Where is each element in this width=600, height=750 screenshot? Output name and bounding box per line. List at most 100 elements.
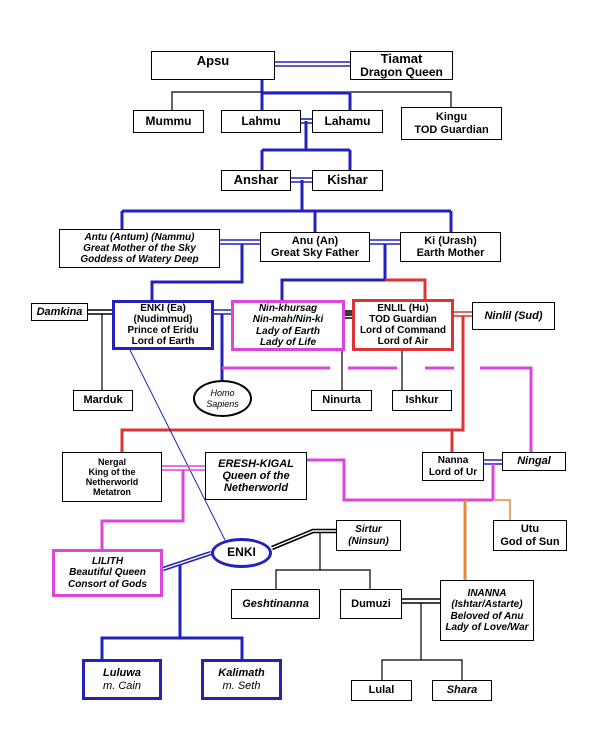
connector-line xyxy=(493,499,511,520)
node-text-line: Damkina xyxy=(36,305,83,318)
node-text-line: Nergal xyxy=(97,456,126,467)
node-lahamu[interactable]: Lahamu xyxy=(312,110,383,133)
node-geshtinanna[interactable]: Geshtinanna xyxy=(231,589,320,619)
node-text-line: God of Sun xyxy=(500,535,560,548)
node-apsu[interactable]: Apsu xyxy=(151,51,275,80)
node-lahmu[interactable]: Lahmu xyxy=(221,110,301,133)
node-ishkur[interactable]: Ishkur xyxy=(392,390,452,411)
node-text-line: ENKI xyxy=(227,545,256,560)
node-text-line: ERESH-KIGAL xyxy=(218,457,294,470)
node-text-line: Beautiful Queen xyxy=(69,567,146,579)
node-text-line: Anu (An) xyxy=(291,234,339,247)
node-text-line: Lulal xyxy=(368,684,395,697)
node-text-line: Lord of Air xyxy=(377,336,429,348)
node-text-line: Antu (Antum) (Nammu) xyxy=(84,231,195,243)
connector-line xyxy=(385,278,427,299)
node-text-line: TOD Guardian xyxy=(414,123,489,136)
node-sirtur[interactable]: Sirtur(Ninsun) xyxy=(336,520,401,551)
node-text-line: Anshar xyxy=(233,172,279,188)
enki-link-line xyxy=(129,349,226,541)
node-shara[interactable]: Shara xyxy=(432,680,492,701)
node-text-line: Nin-mah/Nin-ki xyxy=(252,314,324,326)
descent-line xyxy=(320,569,371,589)
node-text-line: Prince of Eridu xyxy=(127,325,199,336)
node-text-line: Ishkur xyxy=(405,394,439,407)
node-text-line: Marduk xyxy=(83,394,123,407)
node-text-line: Lahmu xyxy=(241,113,281,128)
connector-line xyxy=(280,244,387,300)
node-text-line: Kalimath xyxy=(218,667,265,680)
node-text-line: Apsu xyxy=(196,53,230,68)
node-damkina[interactable]: Damkina xyxy=(31,303,88,321)
connector-line xyxy=(120,316,465,452)
node-text-line: Netherworld xyxy=(223,482,289,495)
connector-line xyxy=(307,458,493,502)
node-antu[interactable]: Antu (Antum) (Nammu)Great Mother of the … xyxy=(59,229,220,268)
connector-line xyxy=(150,244,244,300)
node-text-line: Dumuzi xyxy=(351,597,391,610)
descent-line xyxy=(171,91,262,110)
node-text-line: LILITH xyxy=(91,556,124,568)
node-text-line: Lord of Ur xyxy=(428,466,478,478)
node-text-line: m. Cain xyxy=(103,679,141,692)
node-text-line: Consort of Gods xyxy=(68,578,147,590)
node-enki-ellipse[interactable]: ENKI xyxy=(211,538,272,568)
connector-line xyxy=(100,470,185,549)
node-text-line: Shara xyxy=(446,684,478,697)
node-text-line: Goddess of Watery Deep xyxy=(80,254,199,266)
node-text-line: Homo xyxy=(210,388,235,399)
descent-line xyxy=(421,659,463,680)
node-ningal[interactable]: Ningal xyxy=(502,452,566,471)
node-text-line: Kishar xyxy=(327,172,368,188)
connector-line xyxy=(100,565,182,659)
node-text-line: Nanna xyxy=(437,455,469,467)
node-text-line: Sirtur xyxy=(355,524,382,536)
node-text-line: Lord of Command xyxy=(359,325,447,336)
node-text-line: Great Sky Father xyxy=(270,247,360,259)
node-dumuzi[interactable]: Dumuzi xyxy=(340,589,402,619)
node-text-line: Ki (Urash) xyxy=(424,234,477,247)
node-text-line: Great Mother of the Sky xyxy=(83,242,196,254)
node-marduk[interactable]: Marduk xyxy=(73,390,133,411)
node-text-line: Dragon Queen xyxy=(360,65,443,80)
node-ki[interactable]: Ki (Urash)Earth Mother xyxy=(400,232,501,262)
node-text-line: ENKI (Ea) xyxy=(140,302,186,314)
node-text-line: Kingu xyxy=(435,111,468,124)
node-text-line: Lady of Life xyxy=(259,336,317,348)
node-text-line: Luluwa xyxy=(103,667,141,680)
node-ninlil[interactable]: Ninlil (Sud) xyxy=(472,302,555,330)
node-text-line: TOD Guardian xyxy=(369,313,437,325)
node-text-line: Lady of Earth xyxy=(256,325,320,337)
node-anu[interactable]: Anu (An)Great Sky Father xyxy=(260,232,370,262)
connector-line xyxy=(480,366,533,452)
node-lulal[interactable]: Lulal xyxy=(351,680,412,701)
node-text-line: Beloved of Anu xyxy=(450,610,524,622)
node-ninurta[interactable]: Ninurta xyxy=(311,390,372,411)
node-kishar[interactable]: Kishar xyxy=(312,170,383,191)
node-text-line: Metatron xyxy=(93,487,131,498)
node-text-line: King of the xyxy=(88,466,136,477)
node-text-line: (Nudimmud) xyxy=(133,313,193,325)
node-text-line: m. Seth xyxy=(222,679,261,692)
node-text-line: Tiamat xyxy=(380,50,423,66)
node-anshar[interactable]: Anshar xyxy=(221,170,291,191)
node-text-line: Utu xyxy=(520,523,540,536)
node-mummu[interactable]: Mummu xyxy=(133,110,204,133)
marriage-line xyxy=(271,530,336,549)
node-text-line: (Ishtar/Astarte) xyxy=(451,599,523,611)
